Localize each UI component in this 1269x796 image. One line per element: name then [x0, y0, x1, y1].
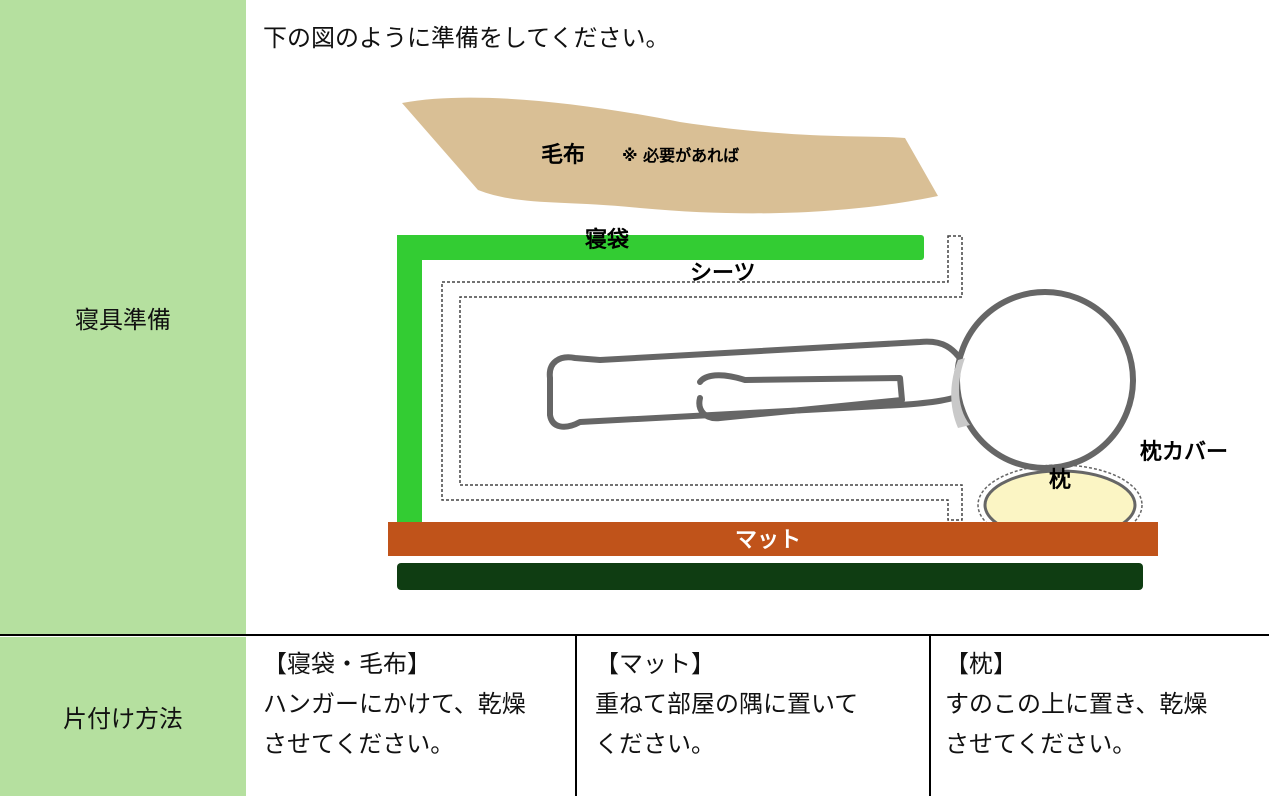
cleanup-heading: 【寝袋・毛布】 [263, 650, 431, 678]
cleanup-heading: 【枕】 [945, 650, 1017, 678]
pillow-cover [977, 464, 1143, 546]
cleanup-line: させてください。 [263, 730, 455, 758]
base-shape [397, 563, 1143, 590]
cleanup-line: させてください。 [945, 730, 1137, 758]
sheet-outline [441, 235, 963, 521]
bedding-diagram: 毛布 ※ 必要があれば 寝袋 シーツ 枕 枕カバー マット [388, 97, 1228, 590]
blanket-label: 毛布 [541, 142, 585, 168]
cleanup-line: ください。 [595, 730, 715, 758]
head-shadow [951, 358, 970, 428]
sleeping-bag-side [397, 235, 422, 525]
pillow-cover-label: 枕カバー [1140, 440, 1228, 465]
sheet-label: シーツ [690, 261, 756, 286]
cleanup-line: ハンガーにかけて、乾燥 [263, 690, 526, 718]
cleanup-cell-pillow: 【枕】 すのこの上に置き、乾燥 させてください。 [945, 644, 1207, 764]
blanket-note: ※ 必要があれば [622, 146, 739, 165]
cleanup-cell-mat: 【マット】 重ねて部屋の隅に置いて ください。 [595, 644, 858, 764]
mat-label: マット [735, 528, 801, 553]
pillow-label: 枕 [1049, 468, 1071, 493]
row-label-bedding-prep: 寝具準備 [0, 0, 246, 634]
mat-shape [388, 522, 1158, 556]
sleeping-bag-label: 寝袋 [585, 227, 630, 253]
cleanup-heading: 【マット】 [595, 650, 715, 678]
row-divider [0, 634, 1269, 636]
column-divider [575, 636, 577, 796]
cleanup-line: 重ねて部屋の隅に置いて [595, 690, 859, 718]
instruction-text: 下の図のように準備をしてください。 [263, 24, 670, 52]
cleanup-cell-sleeping-bag: 【寝袋・毛布】 ハンガーにかけて、乾燥 させてください。 [263, 644, 526, 764]
sleeping-figure [546, 289, 1136, 471]
blanket-shape [402, 97, 938, 214]
sleeping-bag-top [397, 235, 924, 260]
cleanup-line: すのこの上に置き、乾燥 [945, 690, 1208, 718]
row-label-text: 片付け方法 [63, 705, 183, 733]
row-label-text: 寝具準備 [75, 305, 171, 334]
column-divider [929, 636, 931, 796]
row-label-cleanup: 片付け方法 [0, 637, 246, 796]
